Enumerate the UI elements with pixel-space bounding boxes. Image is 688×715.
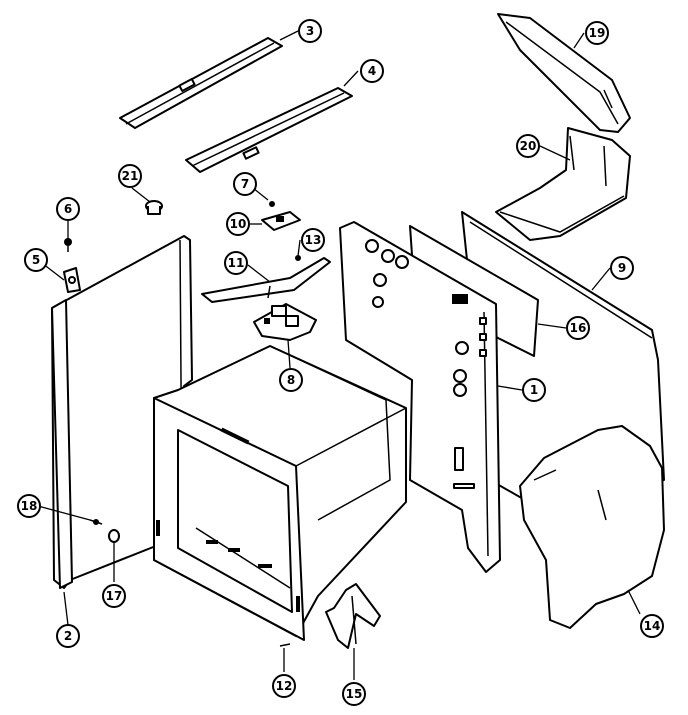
svg-text:15: 15: [346, 687, 363, 701]
part-17-grommet: [108, 529, 120, 543]
svg-text:2: 2: [64, 629, 72, 643]
svg-text:10: 10: [230, 217, 247, 231]
callout-1: 1: [522, 378, 546, 402]
leader-lines: [37, 30, 641, 680]
svg-text:9: 9: [618, 261, 626, 275]
callout-10: 10: [226, 212, 250, 236]
callout-6: 6: [56, 197, 80, 221]
part-14-insulation: [519, 425, 665, 629]
callout-14: 14: [640, 614, 664, 638]
part-10-switch: [261, 211, 301, 231]
svg-text:3: 3: [306, 24, 314, 38]
part-13-screw: [295, 255, 301, 261]
part-11-bracket: [201, 257, 331, 303]
part-1-side-frame: [339, 221, 501, 573]
svg-text:19: 19: [589, 26, 606, 40]
callout-11: 11: [224, 251, 248, 275]
svg-text:5: 5: [32, 253, 40, 267]
callout-9: 9: [610, 256, 634, 280]
svg-text:8: 8: [287, 373, 295, 387]
part-21-knob: [145, 200, 163, 215]
callout-19: 19: [585, 21, 609, 45]
svg-text:7: 7: [241, 177, 249, 191]
part-4-trim-strip: [185, 87, 353, 173]
callout-5: 5: [24, 248, 48, 272]
callout-13: 13: [301, 228, 325, 252]
svg-text:1: 1: [530, 383, 538, 397]
callout-8: 8: [279, 368, 303, 392]
callout-7: 7: [233, 172, 257, 196]
part-7-screw: [269, 201, 275, 207]
callout-12: 12: [272, 674, 296, 698]
part-12-screw: [279, 643, 291, 647]
part-15-hinge: [325, 583, 381, 649]
part-6-screw: [64, 238, 72, 252]
callout-17: 17: [102, 584, 126, 608]
part-3-top-trim: [119, 37, 283, 129]
callout-21: 21: [118, 164, 142, 188]
part-8-latch: [253, 303, 317, 341]
callout-16: 16: [566, 316, 590, 340]
svg-text:11: 11: [228, 256, 245, 270]
svg-text:17: 17: [106, 589, 123, 603]
part-18-screw: [89, 519, 103, 525]
part-5-door-clip: [63, 267, 81, 293]
svg-text:12: 12: [276, 679, 293, 693]
callout-18: 18: [17, 494, 41, 518]
callout-4: 4: [360, 59, 384, 83]
svg-text:4: 4: [368, 64, 376, 78]
svg-text:18: 18: [21, 499, 38, 513]
svg-text:21: 21: [122, 169, 139, 183]
callout-20: 20: [516, 134, 540, 158]
svg-text:20: 20: [520, 139, 537, 153]
part-19-top-duct: [497, 13, 631, 133]
svg-text:14: 14: [644, 619, 661, 633]
svg-text:6: 6: [64, 202, 72, 216]
svg-text:16: 16: [570, 321, 587, 335]
oven-cavity: [153, 345, 407, 641]
callout-2: 2: [56, 624, 80, 648]
part-20-vent-duct: [495, 127, 631, 241]
svg-text:13: 13: [305, 233, 322, 247]
callout-15: 15: [342, 682, 366, 706]
callout-3: 3: [298, 19, 322, 43]
